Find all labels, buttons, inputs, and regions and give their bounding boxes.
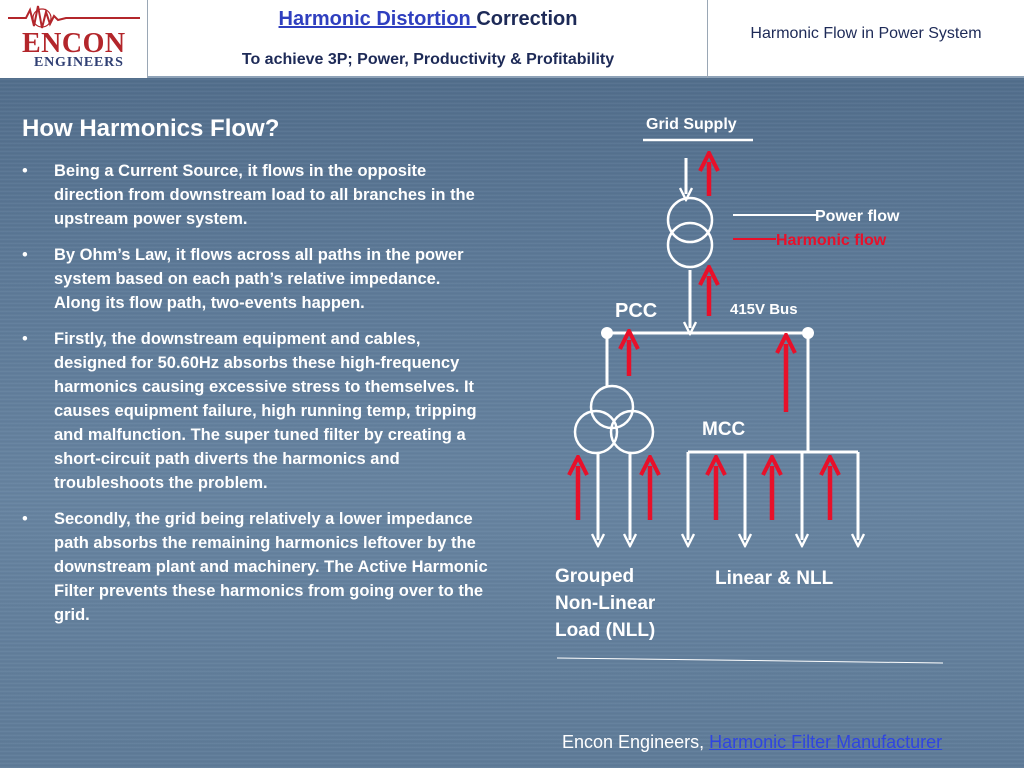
bullet-dot: • [22, 510, 28, 528]
bullet-item: • Secondly, the grid being relatively a l… [20, 507, 490, 627]
linear-nll-label: Linear & NLL [715, 568, 834, 589]
bullet-text: By Ohm’s Law, it flows across all paths … [54, 246, 464, 312]
page-title: Harmonic Distortion Correction [148, 8, 708, 31]
bus-label: 415V Bus [730, 301, 798, 318]
divider-line [556, 657, 944, 664]
grid-supply-label: Grid Supply [646, 116, 737, 133]
bullet-list: • Being a Current Source, it flows in the… [20, 159, 490, 639]
bullet-text: Firstly, the downstream equipment and ca… [54, 330, 477, 492]
title-link[interactable]: Harmonic Distortion [278, 8, 477, 30]
title-rest: Correction [476, 8, 578, 30]
grouped-nll-label-line3: Load (NLL) [555, 620, 656, 641]
bullet-dot: • [22, 330, 28, 348]
bullet-item: • Being a Current Source, it flows in the… [20, 159, 490, 231]
company-logo: ENCON ENGINEERS [0, 0, 148, 78]
footer-link[interactable]: Harmonic Filter Manufacturer [709, 732, 943, 752]
bullet-dot: • [22, 162, 28, 180]
logo-word: ENCON [22, 28, 126, 59]
waveform-icon [8, 5, 140, 29]
footer-company: Encon Engineers, [562, 732, 710, 752]
grouped-nll-label-line1: Grouped [555, 566, 635, 587]
bullet-text: Secondly, the grid being relatively a lo… [54, 510, 488, 624]
title-box: Harmonic Distortion Correction To achiev… [148, 0, 708, 78]
page-subtitle: To achieve 3P; Power, Productivity & Pro… [241, 51, 615, 68]
main-heading: How Harmonics Flow? [22, 115, 280, 142]
legend-harmonic-label: Harmonic flow [776, 232, 887, 249]
bullet-item: • Firstly, the downstream equipment and c… [20, 327, 490, 495]
bullet-dot: • [22, 246, 28, 264]
section-title: Harmonic Flow in Power System [750, 25, 982, 42]
logo-subword: ENGINEERS [34, 55, 124, 70]
mcc-label: MCC [702, 419, 746, 440]
footer: Encon Engineers, Harmonic Filter Manufac… [562, 732, 942, 753]
header-bar: ENCON ENGINEERS Harmonic Distortion Corr… [0, 0, 1024, 78]
bullet-text: Being a Current Source, it flows in the … [54, 162, 475, 228]
pcc-label: PCC [615, 300, 658, 322]
three-winding-transformer-icon [573, 384, 655, 455]
bullet-item: • By Ohm’s Law, it flows across all paths… [20, 243, 490, 315]
legend-power-label: Power flow [815, 208, 900, 225]
main-transformer-icon [666, 196, 714, 269]
grouped-nll-label-line2: Non-Linear [555, 593, 656, 614]
